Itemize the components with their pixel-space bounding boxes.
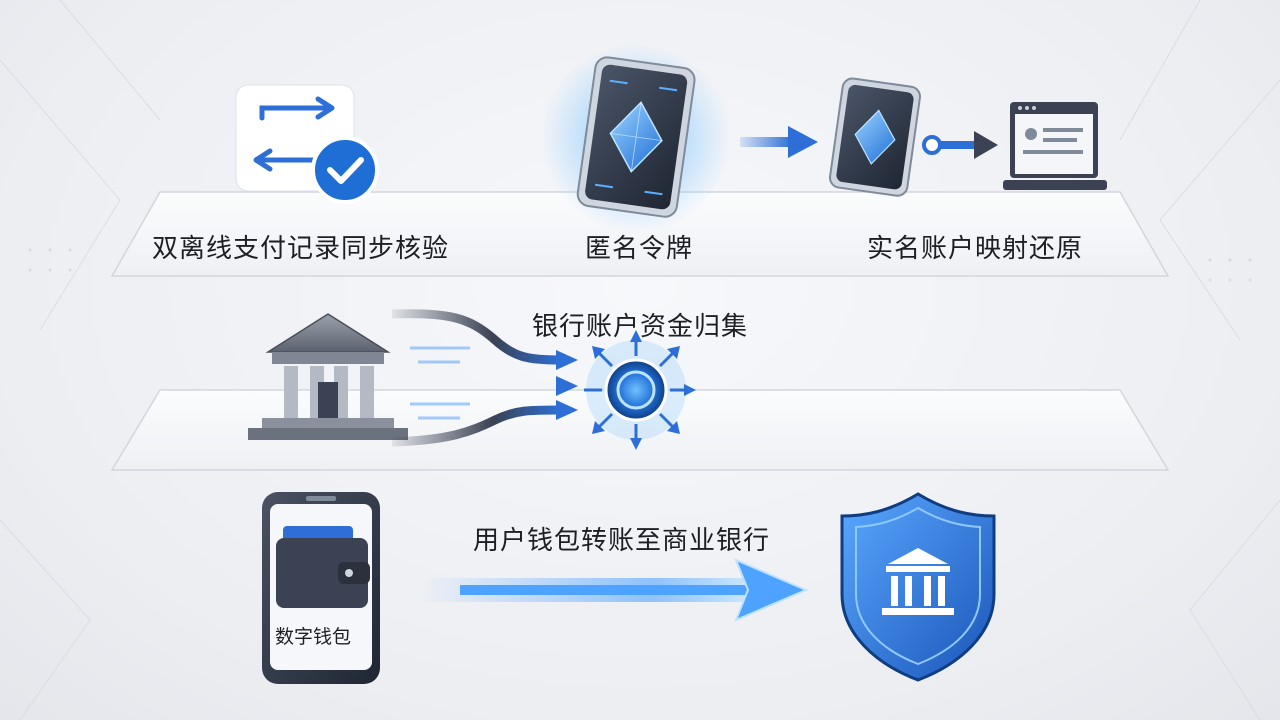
fund-aggregation-hub-icon (584, 330, 696, 450)
fund-flow-arrows (391, 309, 578, 447)
transfer-arrow (420, 558, 809, 622)
bank-building-icon (248, 313, 408, 440)
wallet-label: 数字钱包 (275, 626, 352, 648)
commercial-bank-shield-icon (840, 492, 996, 682)
arrow-token-to-card (740, 126, 818, 158)
anonymous-token-icon (541, 43, 731, 233)
account-screen-icon (1003, 102, 1107, 190)
wallet-icon (276, 526, 370, 608)
platform-middle (110, 389, 1170, 471)
transfer-label: 用户钱包转账至商业银行 (473, 526, 771, 556)
small-token-icon (829, 77, 921, 197)
arrow-card-to-account (922, 131, 998, 159)
phone-wallet-icon (262, 492, 380, 684)
step2-label: 匿名令牌 (585, 234, 694, 264)
step3-label: 实名账户映射还原 (867, 234, 1084, 264)
aggregation-label: 银行账户资金归集 (532, 312, 749, 342)
sync-verify-icon (235, 84, 379, 204)
platform-top (110, 191, 1170, 277)
step1-label: 双离线支付记录同步核验 (152, 234, 450, 264)
